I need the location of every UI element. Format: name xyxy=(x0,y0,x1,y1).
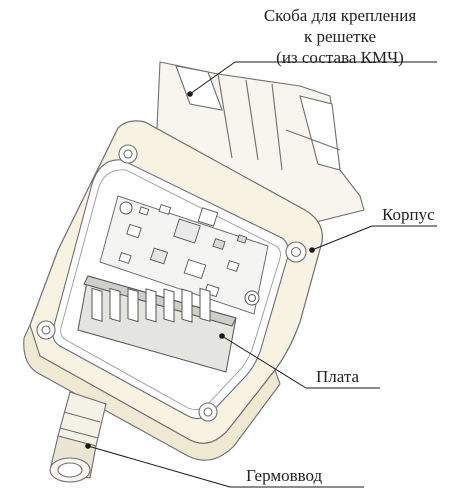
screw-hole-right xyxy=(285,241,307,263)
label-gland: Гермоввод xyxy=(246,466,323,485)
label-board: Плата xyxy=(316,367,360,386)
leader-lines xyxy=(85,61,437,488)
terminal-block xyxy=(77,275,237,373)
screw-hole-left xyxy=(36,320,56,340)
label-bracket-line2: к решетке xyxy=(303,27,376,46)
housing-side xyxy=(23,323,281,461)
board-mount-holes xyxy=(119,201,260,306)
leader-housing xyxy=(309,225,437,253)
board-components xyxy=(118,204,248,298)
screw-hole-top-left xyxy=(118,144,138,164)
cable-gland xyxy=(49,391,107,483)
label-bracket: Скоба для крепления к решетке (из состав… xyxy=(240,5,440,68)
leader-gland xyxy=(85,443,364,488)
label-housing: Корпус xyxy=(382,205,435,224)
screw-hole-bottom xyxy=(198,402,218,422)
leader-bracket xyxy=(187,61,437,97)
screw-holes xyxy=(36,144,307,422)
leader-board xyxy=(219,333,380,389)
label-bracket-line3: (из состава КМЧ) xyxy=(276,48,404,67)
circuit-board xyxy=(99,195,269,315)
label-bracket-line1: Скоба для крепления xyxy=(263,6,417,25)
